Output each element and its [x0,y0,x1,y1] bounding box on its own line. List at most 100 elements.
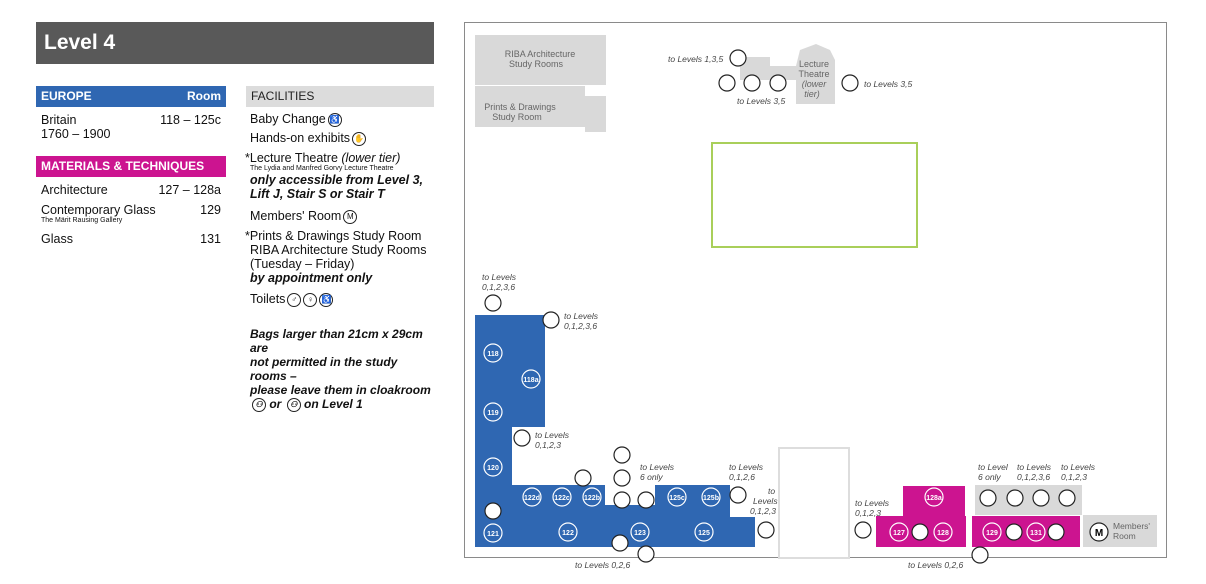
stairs-icon [1058,489,1076,507]
level-note: to Levels [482,272,517,282]
level-note: to Levels [564,311,599,321]
lecture-tier: (lower tier) [341,151,401,165]
lecture-note: Lift J, Stair S or Stair T [250,187,385,201]
europe-header-label: EUROPE [41,89,92,103]
lecture-subtitle: The Lydia and Manfred Gorvy Lecture Thea… [250,165,394,172]
lift-icon [729,486,747,504]
facility-toilets[interactable]: Toilets♂♀♿ [250,292,334,307]
materials-header-label: MATERIALS & TECHNIQUES [41,159,205,173]
bags-line: on Level 1 [304,397,363,411]
members-icon [1089,522,1109,542]
gallery-row-glass[interactable]: Glass 131 [41,232,221,246]
baby-change-icon [743,74,761,92]
gallery-rooms: 129 [200,203,221,217]
gallery-rooms: 131 [200,232,221,246]
gallery-rooms: 118 – 125c [160,113,221,127]
facility-baby-change[interactable]: Baby Change♿ [250,112,342,127]
facility-note: by appointment only [250,271,373,285]
asterisk: * [245,229,250,243]
riba-study-rooms[interactable] [475,35,606,85]
bags-line: please leave them in cloakroom [250,383,431,397]
toilet-icon [1006,489,1024,507]
accessible-icon [613,469,631,487]
gallery-row-architecture[interactable]: Architecture 127 – 128a [41,183,221,197]
baby-change-icon [613,491,631,509]
bags-line: or [269,397,282,411]
gallery-row-contemporary-glass[interactable]: Contemporary Glass The Märit Rausing Gal… [41,203,221,225]
gallery-dates: 1760 – 1900 [41,127,111,141]
facility-label: Hands-on exhibits [250,131,351,145]
facility-label: Toilets [250,292,286,306]
open-area-outline [778,447,850,559]
level-note: 0,1,2,3,6 [482,282,515,292]
gallery-name: Glass [41,232,73,246]
level-note: to Levels [535,430,570,440]
level-note: to Levels [640,462,675,472]
members-label: Members' [1113,521,1150,531]
level-note: 0,1,2,3,6 [1017,472,1050,482]
room-131: 131 [1030,530,1042,537]
map-facility-icons[interactable] [484,49,1109,564]
facility-label: Prints & Drawings Study Room [249,229,422,243]
stairs-icon [854,521,872,539]
prints-study-room[interactable] [475,86,606,132]
level-note: 0,1,2,3 [855,508,881,518]
facility-study-rooms[interactable]: *Prints & Drawings Study Room RIBA Archi… [245,229,435,285]
hand-icon [574,469,592,487]
asterisk: * [245,151,250,165]
hand-icon [484,502,502,520]
riba-label: Study Rooms [509,59,564,69]
bags-line: not permitted in the study rooms – [250,355,398,383]
materials-room-label: Room [187,180,221,194]
level-note: to Levels 1,3,5 [668,54,724,64]
hand-icon [1005,523,1023,541]
lecture-note: only accessible from Level 3, [250,173,423,187]
lecture-label: (lower [802,79,828,89]
room-128: 128 [937,530,949,537]
hand-icon [911,523,929,541]
level-note: to [768,486,775,496]
stairs-icon [757,521,775,539]
hand-icon [1047,523,1065,541]
facility-label: Lecture Theatre [249,151,338,165]
level-note: to Levels [729,462,764,472]
baby-change-icon: ♿ [327,112,342,127]
members-icon: M [343,209,358,224]
materials-rooms[interactable] [876,486,1080,547]
room-129: 129 [986,530,998,537]
toilet-female-icon: ♀ [303,292,318,307]
level-note: 0,1,2,6 [729,472,755,482]
facility-label: Members' Room [250,209,342,223]
level-note: 6 only [640,472,663,482]
lift-icon [542,311,560,329]
room-118: 118 [487,351,498,358]
page-title: Level 4 [36,22,434,64]
level-note: 0,1,2,3 [750,506,776,516]
lift-icon [971,546,989,564]
room-123: 123 [634,530,646,537]
prints-label: Study Room [492,112,542,122]
room-125: 125 [698,530,710,537]
accessible-icon [718,74,736,92]
stairs-icon [637,491,655,509]
facility-lecture-theatre[interactable]: *Lecture Theatre (lower tier) The Lydia … [245,151,435,201]
lift-icon [637,545,655,563]
facilities-header: FACILITIES [246,86,434,107]
europe-rooms[interactable] [475,315,755,547]
room-122: 122 [562,530,574,537]
level-note: 0,1,2,3,6 [564,321,597,331]
level-note: to Levels 0,2,6 [908,560,964,570]
level-note: 0,1,2,3 [535,440,561,450]
toilet-icon [613,446,631,464]
gallery-name: Britain [41,113,77,127]
stairs-icon [841,74,859,92]
gallery-row-britain[interactable]: Britain 1760 – 1900 118 – 125c [41,113,221,141]
room-128a: 128a [926,495,942,502]
lecture-theatre-room[interactable] [740,44,835,104]
stairs-icon [769,74,787,92]
lecture-label: Theatre [798,69,829,79]
hand-icon [611,534,629,552]
facility-hands-on[interactable]: Hands-on exhibits✋ [250,131,367,146]
